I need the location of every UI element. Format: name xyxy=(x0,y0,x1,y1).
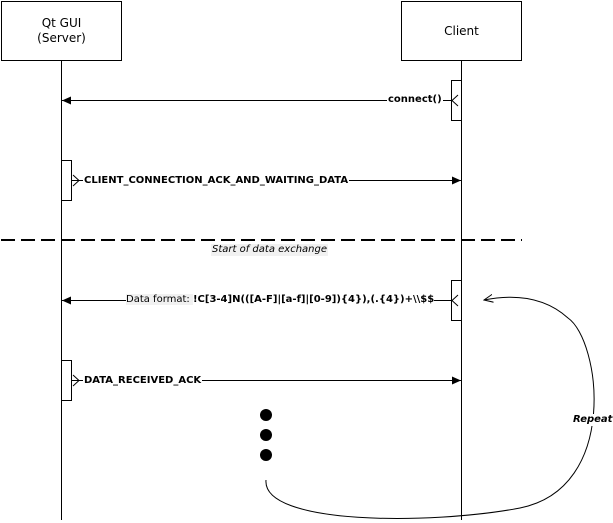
client-activation-connect xyxy=(451,80,462,121)
data-format-label: Data format: !C[3-4]N(([A-F]|[a-f]|[0-9]… xyxy=(126,294,435,306)
server-participant-line2: (Server) xyxy=(37,31,86,45)
data-format-value: !C[3-4]N(([A-F]|[a-f]|[0-9]){4}),(.{4})+… xyxy=(192,294,435,305)
server-participant-line1: Qt GUI xyxy=(41,16,82,30)
server-participant-box: Qt GUI (Server) xyxy=(1,1,122,61)
data-format-prefix: Data format: xyxy=(126,294,193,305)
server-activation-ack xyxy=(61,160,72,201)
connect-label: connect() xyxy=(387,94,443,106)
repeat-label: Repeat xyxy=(573,414,613,426)
continuation-dot-2 xyxy=(260,429,272,441)
repeat-loop-curve xyxy=(265,297,595,519)
data-received-origin-mark xyxy=(72,374,80,387)
server-activation-received xyxy=(61,360,72,401)
client-ack-label: CLIENT_CONNECTION_ACK_AND_WAITING_DATA xyxy=(83,175,350,187)
continuation-dot-1 xyxy=(260,409,272,421)
separator-label: Start of data exchange xyxy=(211,244,328,256)
connect-origin-mark xyxy=(451,94,459,107)
data-received-label: DATA_RECEIVED_ACK xyxy=(83,375,203,387)
client-participant-label: Client xyxy=(444,23,479,38)
data-format-origin-mark xyxy=(451,294,459,307)
client-activation-data xyxy=(451,280,462,321)
client-ack-origin-mark xyxy=(72,174,80,187)
continuation-dot-3 xyxy=(260,449,272,461)
client-participant-box: Client xyxy=(401,1,522,61)
